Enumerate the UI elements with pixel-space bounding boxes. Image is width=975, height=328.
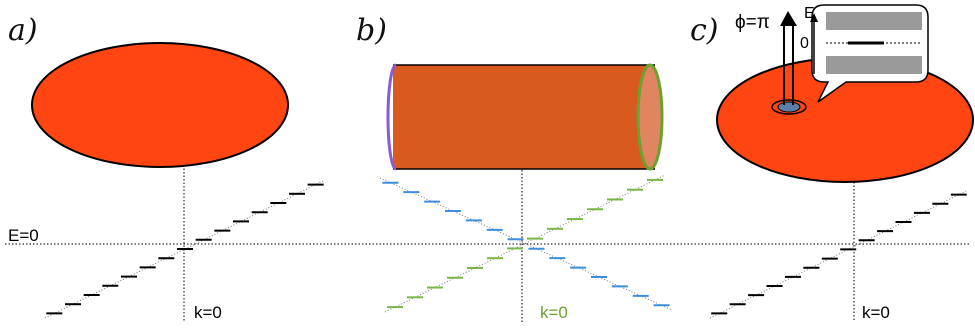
vortex-outline <box>771 99 807 115</box>
flux-arrowhead <box>780 11 797 26</box>
edge-spectrum-a <box>44 179 326 319</box>
panel-a: a) k=0 <box>8 13 326 322</box>
panel-b-label: b) <box>356 13 387 48</box>
cylinder-end-cap <box>636 63 664 171</box>
chiral-branch-c-guide <box>709 189 969 319</box>
disk-a <box>31 42 289 168</box>
right-moving-branch-guide <box>384 174 666 313</box>
k-zero-label-c: k=0 <box>862 303 890 322</box>
inset-zero-label: 0 <box>800 35 809 52</box>
panel-c: c) ϕ=π E 0 k=0 <box>690 4 974 322</box>
energy-zero-label: E=0 <box>8 226 39 245</box>
k-zero-label-a: k=0 <box>194 303 222 322</box>
inset-axis-arrowhead <box>810 13 818 22</box>
flux-label: ϕ=π <box>735 12 770 33</box>
panel-c-label: c) <box>690 13 719 48</box>
cylinder-body <box>393 65 655 169</box>
inset-axis-label: E <box>804 5 815 22</box>
vortex-core <box>777 101 801 113</box>
lower-band <box>826 56 922 74</box>
edge-spectrum-b <box>379 174 673 313</box>
cylinder-left-edge <box>386 63 397 171</box>
upper-band <box>826 12 922 30</box>
k-zero-label-b: k=0 <box>540 303 568 322</box>
edge-spectrum-c <box>709 189 969 319</box>
panel-b: b) k=0 <box>356 13 673 322</box>
left-moving-branch-guide <box>379 177 673 311</box>
panel-a-label: a) <box>8 13 38 48</box>
